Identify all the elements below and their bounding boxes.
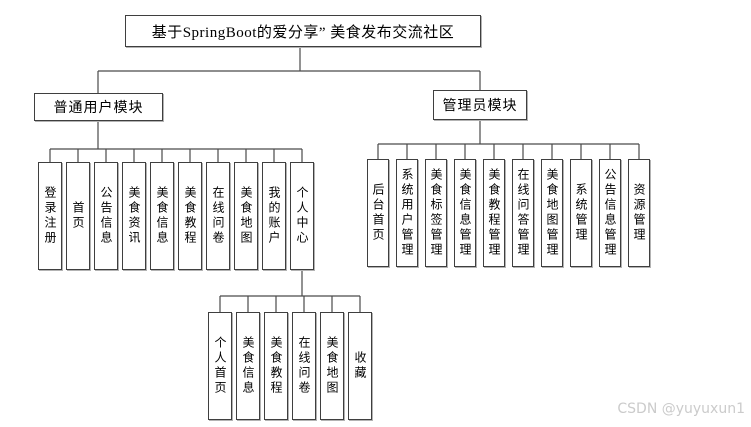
node-label: 收藏: [353, 351, 367, 381]
node-label: 美食信息管理: [458, 168, 472, 258]
node-label: 登录注册: [43, 186, 57, 246]
node-food-info-mgmt: 美食信息管理: [454, 159, 476, 267]
node-favorites: 收藏: [348, 312, 372, 420]
node-label: 我的账户: [267, 186, 281, 246]
node-personal-home: 个人首页: [208, 312, 232, 420]
node-label: 美食信息: [241, 336, 255, 396]
node-food-map-mgmt: 美食地图管理: [541, 159, 563, 267]
node-label: 个人中心: [295, 186, 309, 246]
node-food-news: 美食资讯: [122, 162, 146, 270]
node-label: 系统用户管理: [400, 168, 414, 258]
node-online-qa-mgmt: 在线问答管理: [512, 159, 534, 267]
user-module-node: 普通用户模块: [34, 93, 163, 121]
node-admin-home: 后台首页: [367, 159, 389, 267]
node-label: 美食教程管理: [487, 168, 501, 258]
node-pc-online-questionnaire: 在线问卷: [292, 312, 316, 420]
node-pc-food-info: 美食信息: [236, 312, 260, 420]
node-food-tutorial: 美食教程: [178, 162, 202, 270]
node-label: 公告信息: [99, 186, 113, 246]
node-personal-center: 个人中心: [290, 162, 314, 270]
node-label: 后台首页: [371, 183, 385, 243]
node-announcement-info: 公告信息: [94, 162, 118, 270]
node-label: 美食教程: [183, 186, 197, 246]
node-food-info: 美食信息: [150, 162, 174, 270]
node-homepage: 首页: [66, 162, 90, 270]
node-label: 在线问答管理: [516, 168, 530, 258]
node-online-questionnaire: 在线问卷: [206, 162, 230, 270]
root-title-node: 基于SpringBoot的爱分享” 美食发布交流社区: [125, 15, 481, 47]
node-label: 美食地图: [325, 336, 339, 396]
node-label: 首页: [71, 201, 85, 231]
node-label: 资源管理: [632, 183, 646, 243]
node-pc-food-map: 美食地图: [320, 312, 344, 420]
node-my-account: 我的账户: [262, 162, 286, 270]
node-announcement-mgmt: 公告信息管理: [599, 159, 621, 267]
node-food-map: 美食地图: [234, 162, 258, 270]
node-label: 美食资讯: [127, 186, 141, 246]
node-label: 美食信息: [155, 186, 169, 246]
node-label: 在线问卷: [297, 336, 311, 396]
node-login-register: 登录注册: [38, 162, 62, 270]
node-label: 美食标签管理: [429, 168, 443, 258]
csdn-watermark: CSDN @yuyuxun1: [617, 401, 745, 417]
node-system-user-mgmt: 系统用户管理: [396, 159, 418, 267]
node-label: 公告信息管理: [603, 168, 617, 258]
node-label: 在线问卷: [211, 186, 225, 246]
node-food-tutorial-mgmt: 美食教程管理: [483, 159, 505, 267]
node-label: 系统管理: [574, 183, 588, 243]
node-resource-mgmt: 资源管理: [628, 159, 650, 267]
node-system-mgmt: 系统管理: [570, 159, 592, 267]
node-label: 美食地图管理: [545, 168, 559, 258]
node-pc-food-tutorial: 美食教程: [264, 312, 288, 420]
node-label: 美食地图: [239, 186, 253, 246]
admin-module-node: 管理员模块: [433, 90, 527, 120]
node-label: 个人首页: [213, 336, 227, 396]
node-label: 美食教程: [269, 336, 283, 396]
node-food-tag-mgmt: 美食标签管理: [425, 159, 447, 267]
